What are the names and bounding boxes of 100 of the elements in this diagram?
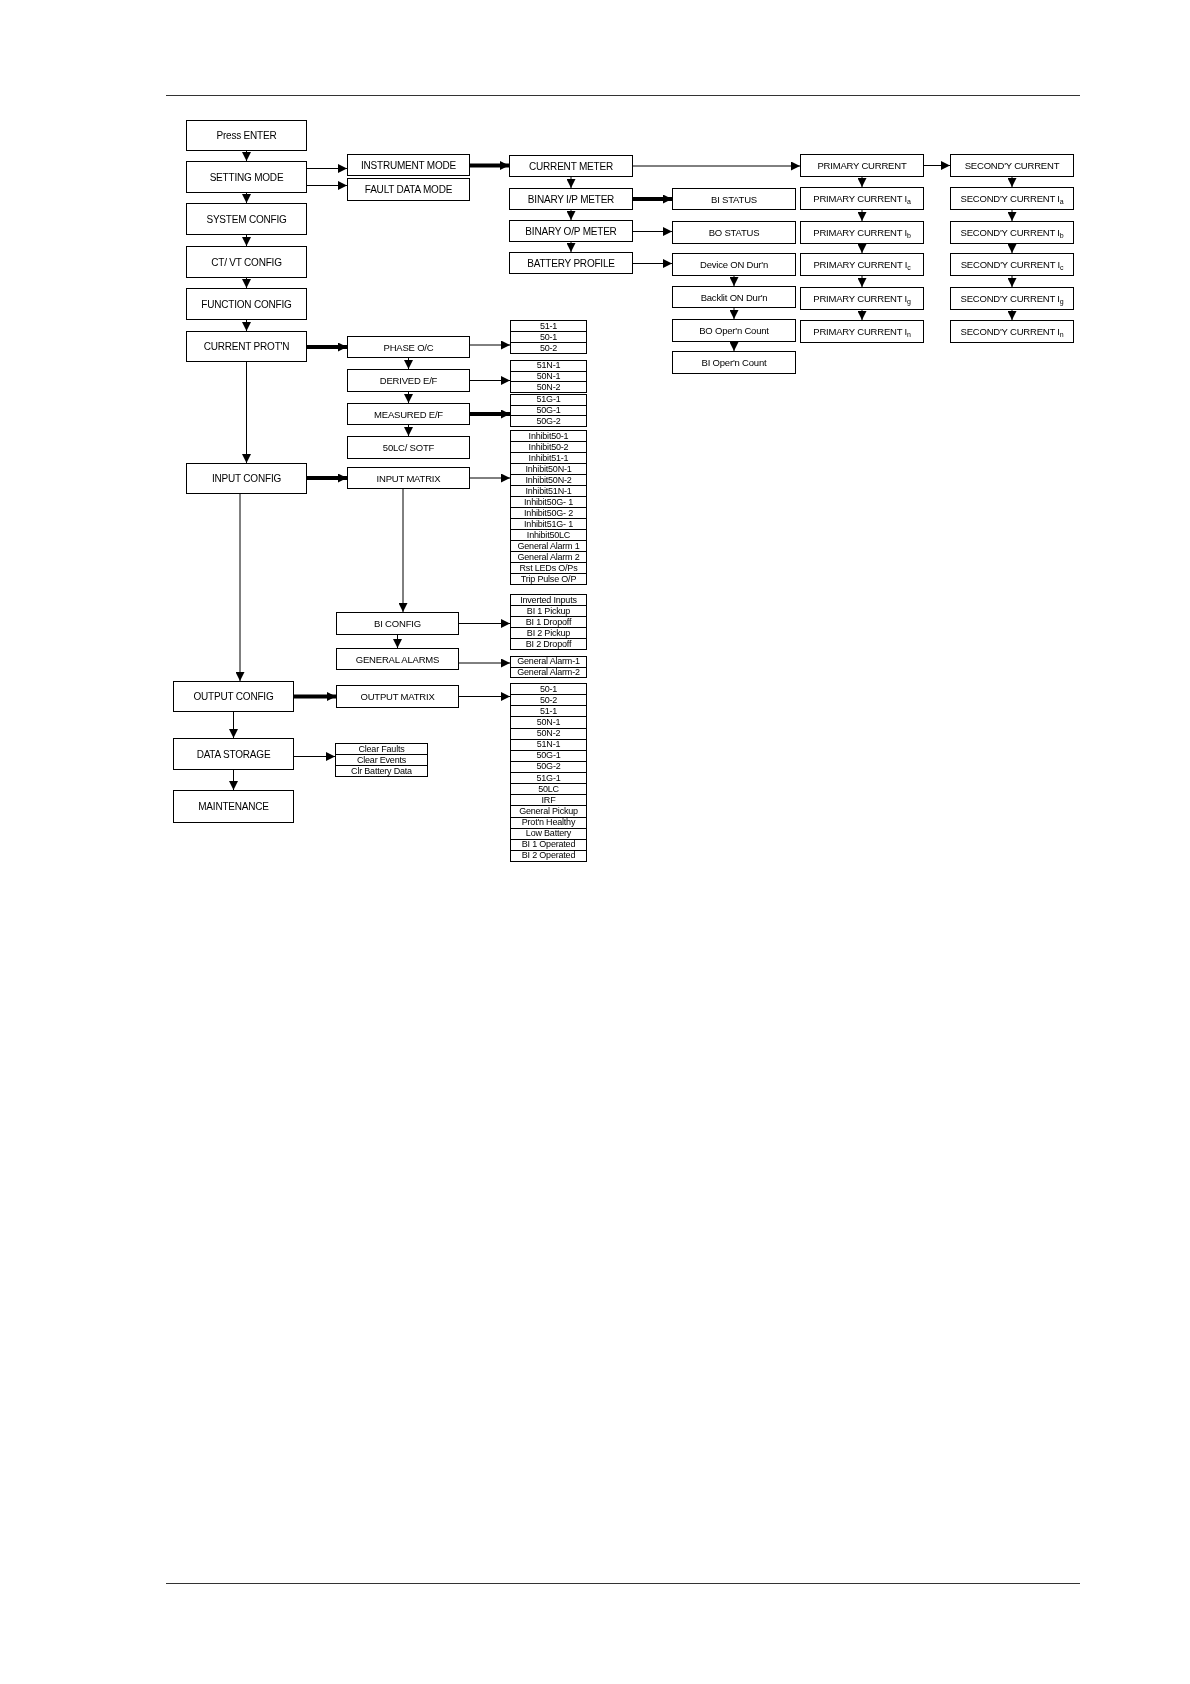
list-item: Inhibit51N-1 [511,485,586,496]
arrow [306,164,348,173]
arrow [857,309,867,321]
menu-label: Press ENTER [216,130,277,141]
list-item: Inhibit50-2 [511,441,586,452]
menu-box [509,252,633,274]
arrow [857,176,867,188]
menu-label: DATA STORAGE [196,748,271,760]
submenu-list [510,656,587,678]
list-item: 50LC [511,783,586,795]
menu-label: PRIMARY CURRENT I$_{n}$ [813,325,911,338]
arrow [857,209,867,222]
list-item: Clr Battery Data [336,765,427,776]
menu-label: OUTPUT MATRIX [360,691,435,702]
arrow [306,181,348,190]
menu-box [173,790,294,823]
menu-label: SECOND'Y CURRENT I$_{c}$ [960,258,1064,271]
menu-box [173,681,294,712]
menu-label: BI Oper'n Count [701,357,767,368]
menu-box [800,287,924,310]
submenu-list [510,394,587,427]
list-item: 51-1 [511,705,586,717]
menu-label: SECOND'Y CURRENT I$_{a}$ [960,192,1064,205]
menu-box [950,320,1074,343]
menu-label: Backlit ON Dur'n [700,291,768,303]
menu-label: CT/ VT CONFIG [211,256,282,268]
list-item: BI 1 Dropoff [511,616,586,627]
menu-label: PRIMARY CURRENT I$_{g}$ [813,292,911,305]
arrow [470,409,510,419]
arrow [1007,209,1017,222]
list-item: Clear Faults [357,744,406,754]
list-item: 51-1 [538,321,559,331]
menu-box [672,221,796,244]
menu-box [186,203,307,235]
arrow [404,424,413,437]
menu-label: DERIVED E/F [379,375,438,386]
menu-label: BATTERY PROFILE [527,257,615,269]
arrow [566,209,576,221]
menu-box [800,253,924,276]
submenu-list [510,594,587,650]
menu-label: PRIMARY CURRENT I$_{b}$ [813,226,911,239]
menu-label: PRIMARY CURRENT [817,160,907,171]
menu-label: BI CONFIG [374,618,421,629]
menu-box [950,287,1074,310]
arrow [566,176,576,189]
arrow [470,161,509,170]
menu-box [672,188,796,210]
menu-box [800,154,924,177]
arrow [293,752,336,761]
list-item: 50-2 [511,694,586,706]
list-item: 51N-1 [535,361,562,371]
menu-label: BO STATUS [708,227,760,238]
arrow [857,243,867,254]
menu-label: MAINTENANCE [198,801,269,812]
list-item: 50-2 [511,342,586,353]
list-item: BI 1 Pickup [511,605,586,616]
menu-label: BI STATUS [711,193,757,205]
menu-label: SECOND'Y CURRENT I$_{g}$ [960,292,1064,305]
menu-label: SECOND'Y CURRENT [964,160,1060,171]
list-item: Inhibit51-1 [511,452,586,463]
list-item: 50G-1 [511,749,586,761]
menu-box [173,738,294,770]
arrow [294,692,336,701]
list-item: 50N-1 [511,370,586,382]
menu-box [672,286,796,308]
menu-label: PHASE O/C [383,341,434,353]
menu-box [186,246,307,278]
list-item: Rst LEDs O/Ps [511,562,586,573]
list-item: Low Battery [511,827,586,839]
menu-box [800,187,924,210]
menu-box [186,463,307,494]
list-item: 51G-1 [511,772,586,784]
arrow [398,488,408,613]
arrow [404,357,413,370]
menu-box [186,120,307,151]
menu-box [347,403,470,425]
menu-box [336,648,459,670]
list-item: 50G-2 [511,415,586,426]
arrow [1007,243,1017,254]
submenu-list [335,743,428,777]
menu-box [509,188,633,210]
list-item: Inhibit50G- 1 [511,496,586,507]
menu-box [950,253,1074,276]
arrow [729,307,739,320]
menu-label: BO Oper'n Count [699,325,769,336]
menu-box [347,369,470,392]
menu-label: INPUT CONFIG [211,473,282,484]
menu-label: SECOND'Y CURRENT I$_{n}$ [960,325,1064,338]
arrow [307,342,347,352]
list-item: 50-1 [538,684,559,695]
menu-box [336,685,459,708]
list-item: 50N-1 [511,716,586,728]
list-item: General Alarm 1 [511,540,586,551]
menu-box [186,288,307,320]
submenu-list [510,683,587,862]
arrow [729,275,739,287]
arrow [242,277,251,289]
submenu-list [510,320,587,354]
arrow [229,711,238,739]
menu-box [347,436,470,459]
